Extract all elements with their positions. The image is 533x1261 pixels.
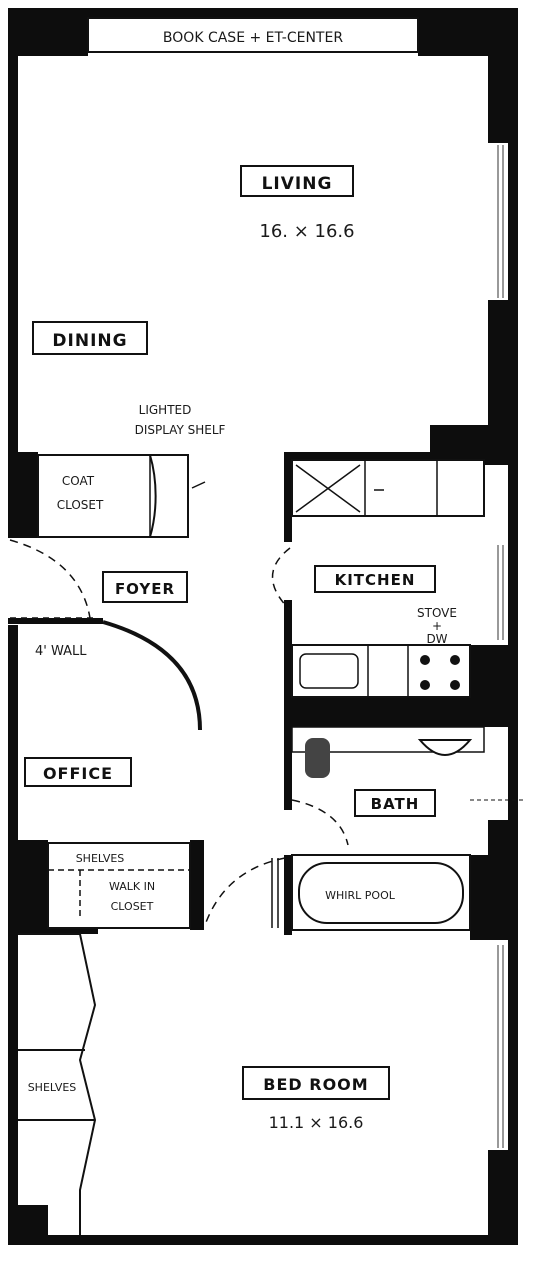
walk-in-closet: SHELVES WALK IN CLOSET — [47, 842, 191, 929]
interior-walls — [8, 425, 510, 940]
bedroom-dimensions: 11.1 × 16.6 — [269, 1113, 364, 1132]
dining-label-box — [32, 321, 148, 355]
living-dimensions: 16. × 16.6 — [259, 221, 354, 242]
walk-in-label-1: WALK IN — [109, 880, 155, 893]
bath — [271, 726, 525, 931]
office-label-box — [24, 757, 132, 787]
kitchen-label-box — [314, 565, 436, 593]
walk-in-shelves-label: SHELVES — [76, 852, 125, 865]
walk-in-label-2: CLOSET — [111, 900, 154, 913]
kitchen — [271, 459, 485, 698]
bath-label-box — [354, 789, 436, 817]
bath-label: BATH — [371, 795, 420, 813]
stove-label-3: DW — [426, 632, 447, 646]
foyer-label: FOYER — [115, 580, 175, 598]
bedroom-door-swing — [204, 857, 286, 926]
side-shelves-label: SHELVES — [28, 1081, 77, 1094]
office-label: OFFICE — [43, 764, 113, 783]
coat-closet-label-1: COAT — [62, 474, 95, 488]
bookcase-box — [87, 17, 419, 53]
living-label: LIVING — [262, 174, 333, 194]
bedroom-label: BED ROOM — [263, 1075, 368, 1094]
foyer-label-box — [102, 571, 188, 603]
coat-closet-label-2: CLOSET — [57, 498, 104, 512]
wall-note: 4' WALL — [35, 644, 87, 659]
lighted-shelf-label-2: DISPLAY SHELF — [135, 423, 226, 437]
windows — [497, 145, 504, 1148]
dining-label: DINING — [52, 331, 127, 351]
stove-label-2: + — [432, 619, 442, 633]
entry-door-swing — [9, 539, 91, 619]
office-curved-wall — [102, 620, 202, 731]
whirlpool-label: WHIRL POOL — [325, 889, 396, 902]
coat-closet: COAT CLOSET — [37, 454, 206, 538]
bedroom-label-box — [242, 1066, 390, 1100]
bedroom-shelves — [18, 933, 97, 1235]
lighted-shelf-label-1: LIGHTED — [139, 403, 192, 417]
bookcase-label: BOOK CASE + ET-CENTER — [163, 30, 343, 46]
living-label-box — [240, 165, 354, 197]
kitchen-label: KITCHEN — [335, 571, 416, 589]
stove-label-1: STOVE — [417, 606, 457, 620]
